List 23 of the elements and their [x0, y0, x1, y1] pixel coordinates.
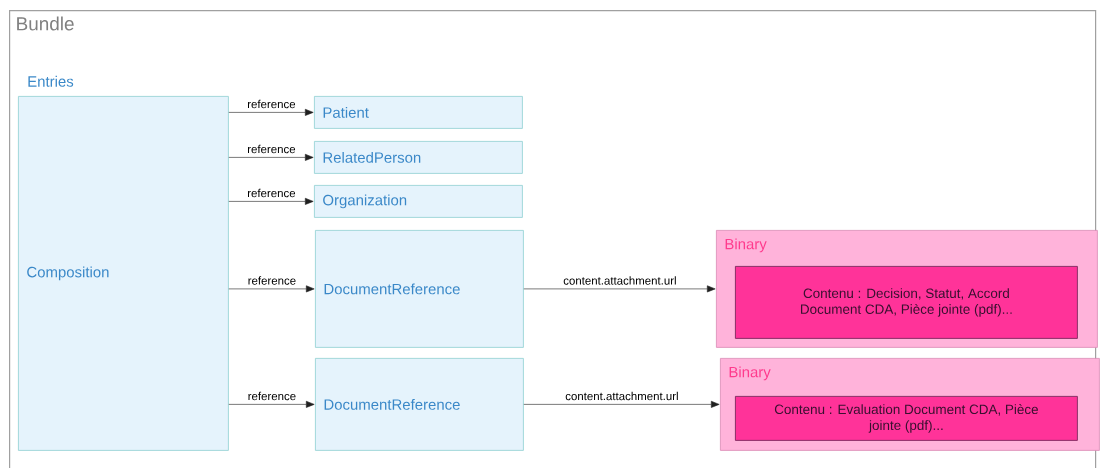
- arrow: [228, 400, 315, 408]
- edge-label: reference: [246, 187, 297, 199]
- edge-label: content.attachment.url: [564, 390, 680, 402]
- section-label: Entries: [28, 75, 74, 87]
- resource-box: Patient: [314, 96, 523, 129]
- arrow: [228, 197, 314, 205]
- edge-label: reference: [246, 143, 297, 155]
- resource-box: Organization: [314, 185, 523, 218]
- edge-label: reference: [246, 98, 297, 110]
- arrow: [523, 400, 720, 408]
- arrow: [228, 285, 315, 293]
- edge-label: reference: [246, 275, 298, 286]
- arrow: [523, 285, 716, 293]
- content-box: Contenu : Decision, Statut, Accord Document CDA, Pièce jointe (pdf)...: [735, 266, 1078, 339]
- resource-box: DocumentReference: [315, 358, 524, 451]
- arrow: [228, 153, 314, 161]
- composition-box: Composition: [18, 96, 229, 451]
- resource-box: DocumentReference: [315, 230, 524, 348]
- edge-label: reference: [246, 390, 298, 402]
- edge-label: content.attachment.url: [562, 275, 678, 286]
- arrow: [228, 108, 314, 116]
- content-box: Contenu : Evaluation Document CDA, Pièce jointe (pdf)...: [735, 396, 1078, 441]
- resource-box: RelatedPerson: [314, 141, 523, 174]
